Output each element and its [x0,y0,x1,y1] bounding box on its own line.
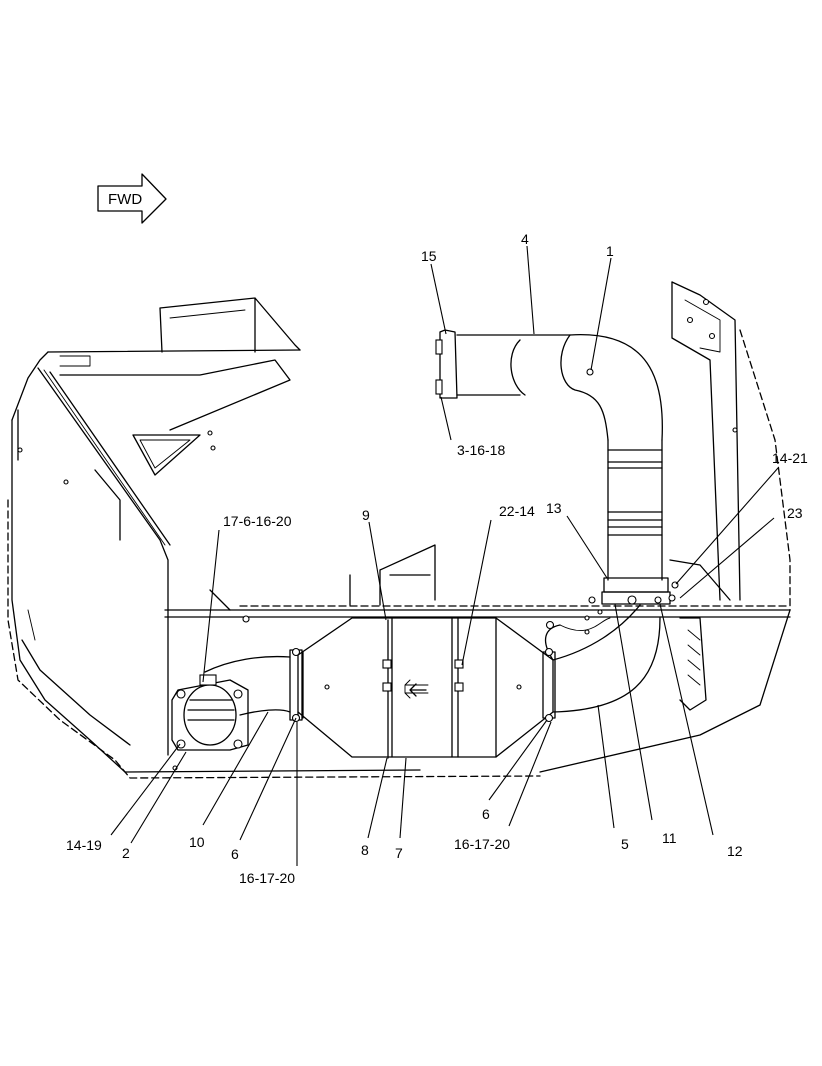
muffler-body [289,617,556,759]
callout-17-6-16-20: 17-6-16-20 [223,513,292,529]
callout-7: 7 [395,845,403,861]
callout-11: 11 [662,830,677,846]
callout-22-14: 22-14 [499,503,535,519]
callout-6-left: 6 [231,846,239,862]
callout-9: 9 [362,507,370,523]
callout-labels: 1 4 15 3-16-18 14-21 23 13 9 22-14 17-6-… [66,231,808,886]
right-mounting-bracket [671,281,791,711]
callout-1: 1 [606,243,614,259]
callout-15: 15 [421,248,437,264]
inlet-pipe [171,655,291,751]
callout-5: 5 [621,836,629,852]
callout-10: 10 [189,834,205,850]
callout-8: 8 [361,842,369,858]
fwd-label: FWD [108,191,142,208]
callout-4: 4 [521,231,529,247]
callout-14-19: 14-19 [66,837,102,853]
callout-16-17-20-left: 16-17-20 [239,870,295,886]
callout-16-17-20-right: 16-17-20 [454,836,510,852]
callout-12: 12 [727,843,743,859]
fwd-arrow: FWD [97,173,167,224]
vertical-flex-pipe [588,439,679,605]
callout-3-16-18: 3-16-18 [457,442,505,458]
callout-6-right: 6 [482,806,490,822]
frame-outline [7,297,791,779]
lower-elbow-pipe [544,604,661,713]
callout-14-21: 14-21 [772,450,808,466]
leader-lines [110,245,779,866]
callout-2: 2 [122,845,130,861]
upper-exhaust-pipe [435,329,664,441]
callout-23: 23 [787,505,803,521]
callout-13: 13 [546,500,562,516]
